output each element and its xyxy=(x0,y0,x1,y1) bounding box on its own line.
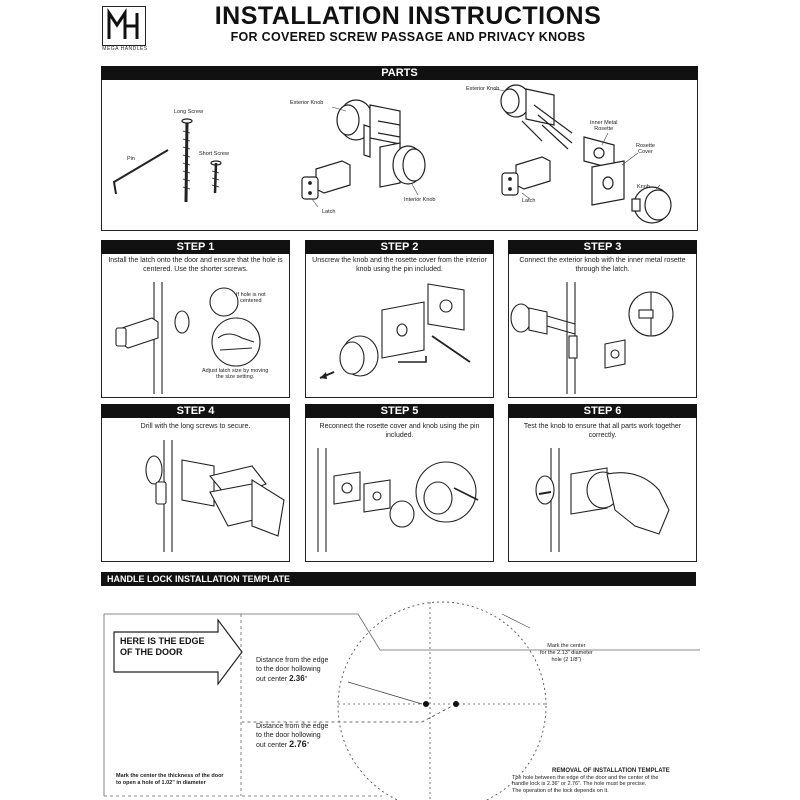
step-6-title: STEP 6 xyxy=(508,404,697,418)
part-label-rosette-cover: Rosette Cover xyxy=(636,143,655,155)
page-title: INSTALLATION INSTRUCTIONS xyxy=(214,2,602,30)
center-mark-236 xyxy=(423,701,429,707)
parts-leader-lines xyxy=(311,88,661,208)
parts-illustration xyxy=(112,84,672,224)
long-screw-icon xyxy=(181,118,193,203)
hole-circle xyxy=(337,601,547,800)
door-edge-arrow-icon xyxy=(113,618,243,686)
part-label-pin: Pin xyxy=(127,156,135,162)
step-3-illustration xyxy=(510,282,674,394)
step-6-description: Test the knob to ensure that all parts w… xyxy=(523,423,682,439)
step-4-title: STEP 4 xyxy=(101,404,290,418)
step-3-description: Connect the exterior knob with the inner… xyxy=(519,257,686,273)
part-label-short-screw: Short Screw xyxy=(199,151,229,157)
brand-logo xyxy=(102,6,146,46)
passage-knob-set-icon xyxy=(301,99,426,200)
removal-note: REMOVAL OF INSTALLATION TEMPLATE The hol… xyxy=(512,768,670,794)
step-1-note-latch: Adjust latch size by moving the size set… xyxy=(202,368,269,380)
thickness-note: Mark the center the thickness of the doo… xyxy=(116,773,224,786)
template-heading: HANDLE LOCK INSTALLATION TEMPLATE xyxy=(101,572,696,586)
step-5-description: Reconnect the rosette cover and knob usi… xyxy=(319,423,480,439)
step-2-description: Unscrew the knob and the rosette cover f… xyxy=(312,257,487,273)
step-1-note-hole: If hole is not centered xyxy=(236,292,266,304)
logo-mark-icon xyxy=(107,8,139,39)
step-3-title: STEP 3 xyxy=(508,240,697,254)
step-1-title: STEP 1 xyxy=(101,240,290,254)
step-6-arrow-icon xyxy=(538,491,552,495)
step-5-title: STEP 5 xyxy=(305,404,494,418)
step-4-illustration xyxy=(145,440,285,552)
step-2-title: STEP 2 xyxy=(305,240,494,254)
step-5-illustration xyxy=(317,448,479,552)
part-label-long-screw: Long Screw xyxy=(174,109,204,115)
parts-heading: PARTS xyxy=(101,66,698,80)
part-label-latch-b: Latch xyxy=(522,198,536,204)
part-label-interior-knob: Interior Knob xyxy=(404,197,436,203)
center-mark-276 xyxy=(453,701,459,707)
step-6-illustration xyxy=(535,448,670,552)
page-subtitle: FOR COVERED SCREW PASSAGE AND PRIVACY KN… xyxy=(230,30,586,44)
part-label-exterior-knob-b: Exterior Knob xyxy=(466,86,500,92)
step-1-description: Install the latch onto the door and ensu… xyxy=(108,257,283,273)
mark-center-note: Mark the center for the 2.13" diameter h… xyxy=(540,643,593,663)
privacy-knob-set-icon xyxy=(500,84,672,224)
pin-icon xyxy=(112,149,169,195)
step-4-description: Drill with the long screws to secure. xyxy=(140,423,251,430)
part-label-inner-metal-rosette: Inner Metal Rosette xyxy=(590,120,618,132)
part-label-exterior-knob: Exterior Knob xyxy=(290,100,324,106)
brand-name: MEGA HANDLES xyxy=(102,46,148,52)
distance-276-label: Distance from the edge to the door hollo… xyxy=(256,723,329,749)
door-edge-label: HERE IS THE EDGE OF THE DOOR xyxy=(120,636,205,657)
step-2-illustration xyxy=(319,283,471,379)
step-1-illustration xyxy=(115,282,261,394)
short-screw-icon xyxy=(210,160,222,194)
distance-236-label: Distance from the edge to the door hollo… xyxy=(256,657,329,683)
part-label-latch: Latch xyxy=(322,209,336,215)
step-1-panel xyxy=(101,240,290,398)
installation-template xyxy=(103,601,700,800)
part-label-knob: Knob xyxy=(637,184,650,190)
